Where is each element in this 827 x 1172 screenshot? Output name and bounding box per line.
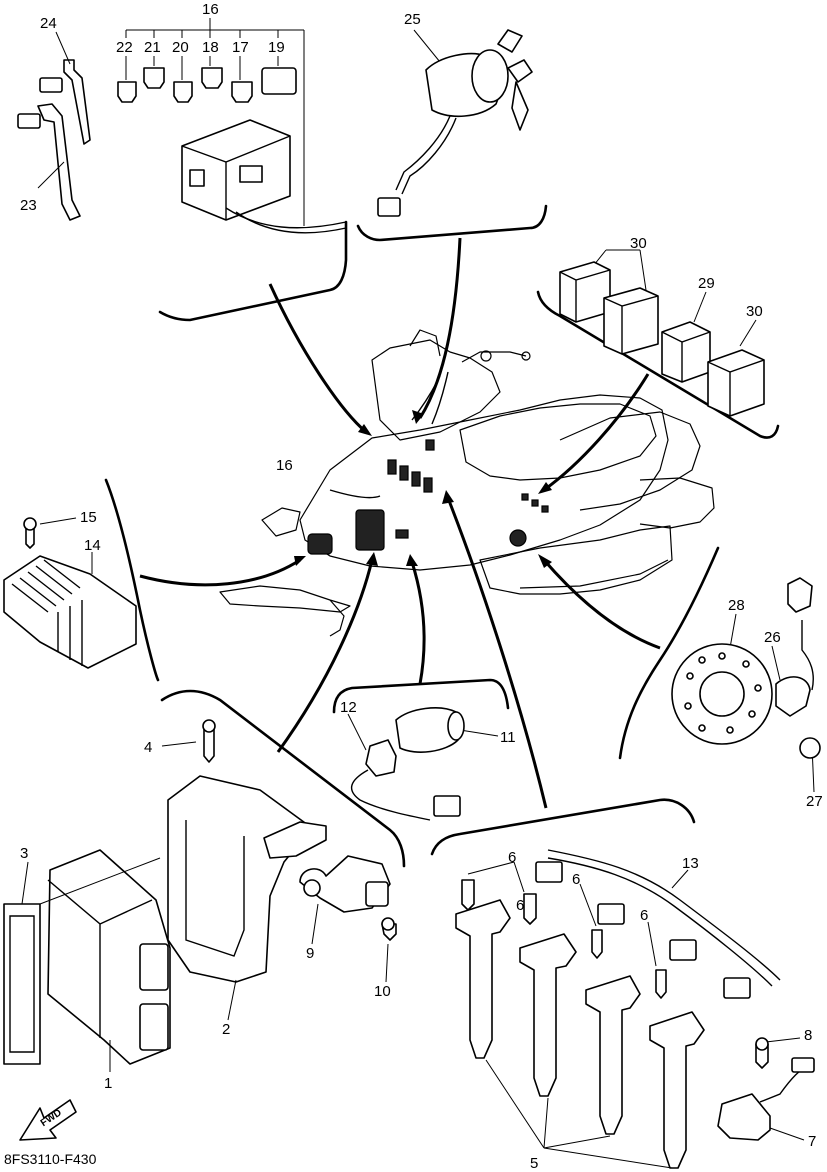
label-part-12: 12 — [340, 699, 357, 716]
label-part-6-a: 6 — [508, 849, 516, 866]
label-part-4: 4 — [144, 739, 152, 756]
relay-a — [559, 261, 611, 323]
ignition-coil-3 — [585, 975, 641, 1135]
label-part-2: 2 — [222, 1021, 230, 1038]
label-part-26: 26 — [764, 629, 781, 646]
ignition-coil-4 — [649, 1011, 705, 1169]
relay-29 — [661, 321, 711, 383]
label-part-5: 5 — [530, 1155, 538, 1172]
label-part-15: 15 — [80, 509, 97, 526]
label-part-29: 29 — [698, 275, 715, 292]
label-part-6-b: 6 — [572, 871, 580, 888]
diagram-code: 8FS3110-F430 — [4, 1151, 97, 1167]
label-part-28: 28 — [728, 597, 745, 614]
label-part-6-d: 6 — [516, 897, 524, 914]
ignition-coil-1 — [455, 899, 511, 1059]
relay-c — [707, 349, 765, 417]
label-part-17: 17 — [232, 39, 249, 56]
fuse-22 — [117, 56, 137, 103]
label-part-22: 22 — [116, 39, 133, 56]
label-part-6-c: 6 — [640, 907, 648, 924]
label-part-30-b: 30 — [746, 303, 763, 320]
label-part-8: 8 — [804, 1027, 812, 1044]
fuse-21 — [143, 56, 165, 89]
relay-b — [603, 287, 659, 355]
label-part-1: 1 — [104, 1075, 112, 1092]
label-part-11: 11 — [500, 729, 516, 746]
label-part-3: 3 — [20, 845, 28, 862]
sensor-group — [299, 855, 397, 983]
pickup-coil-group — [671, 577, 821, 793]
label-part-21: 21 — [144, 39, 161, 56]
label-part-25: 25 — [404, 11, 421, 28]
pressure-switch-group — [347, 707, 499, 821]
main-switch — [377, 29, 533, 217]
ignition-coil-group — [455, 849, 781, 1169]
label-part-23: 23 — [20, 197, 37, 214]
label-part-30-a: 30 — [630, 235, 647, 252]
label-part-20: 20 — [172, 39, 189, 56]
harness-location-marks — [307, 371, 549, 555]
label-part-13: 13 — [682, 855, 699, 872]
snowmobile-outline — [219, 329, 715, 637]
fuse-box — [181, 119, 347, 234]
ecu-group — [3, 719, 327, 1072]
label-part-9: 9 — [306, 945, 314, 962]
fuse-17 — [231, 56, 253, 103]
label-part-18: 18 — [202, 39, 219, 56]
fuse-19 — [261, 56, 297, 95]
label-part-24: 24 — [40, 15, 57, 32]
speed-sensor-group — [717, 1037, 815, 1141]
fuse-box-group — [117, 18, 347, 234]
relay-group — [559, 249, 765, 417]
label-part-16: 16 — [202, 1, 219, 18]
label-part-19: 19 — [268, 39, 285, 56]
ignition-coil-2 — [519, 933, 577, 1097]
label-part-16-b: 16 — [276, 457, 293, 474]
label-part-14: 14 — [84, 537, 101, 554]
fuse-20 — [173, 56, 193, 103]
label-part-7: 7 — [808, 1133, 816, 1150]
part-labels: 16 24 22 21 20 18 17 19 25 23 30 29 30 1… — [20, 1, 823, 1172]
cable-band-group — [17, 31, 91, 221]
rectifier-regulator — [3, 517, 137, 669]
callout-brackets — [104, 204, 780, 868]
rotor-holes — [684, 652, 762, 734]
label-part-27: 27 — [806, 793, 823, 810]
fwd-arrow-icon: FWD — [19, 1099, 77, 1141]
label-part-10: 10 — [374, 983, 391, 1000]
fuse-18 — [201, 56, 223, 89]
